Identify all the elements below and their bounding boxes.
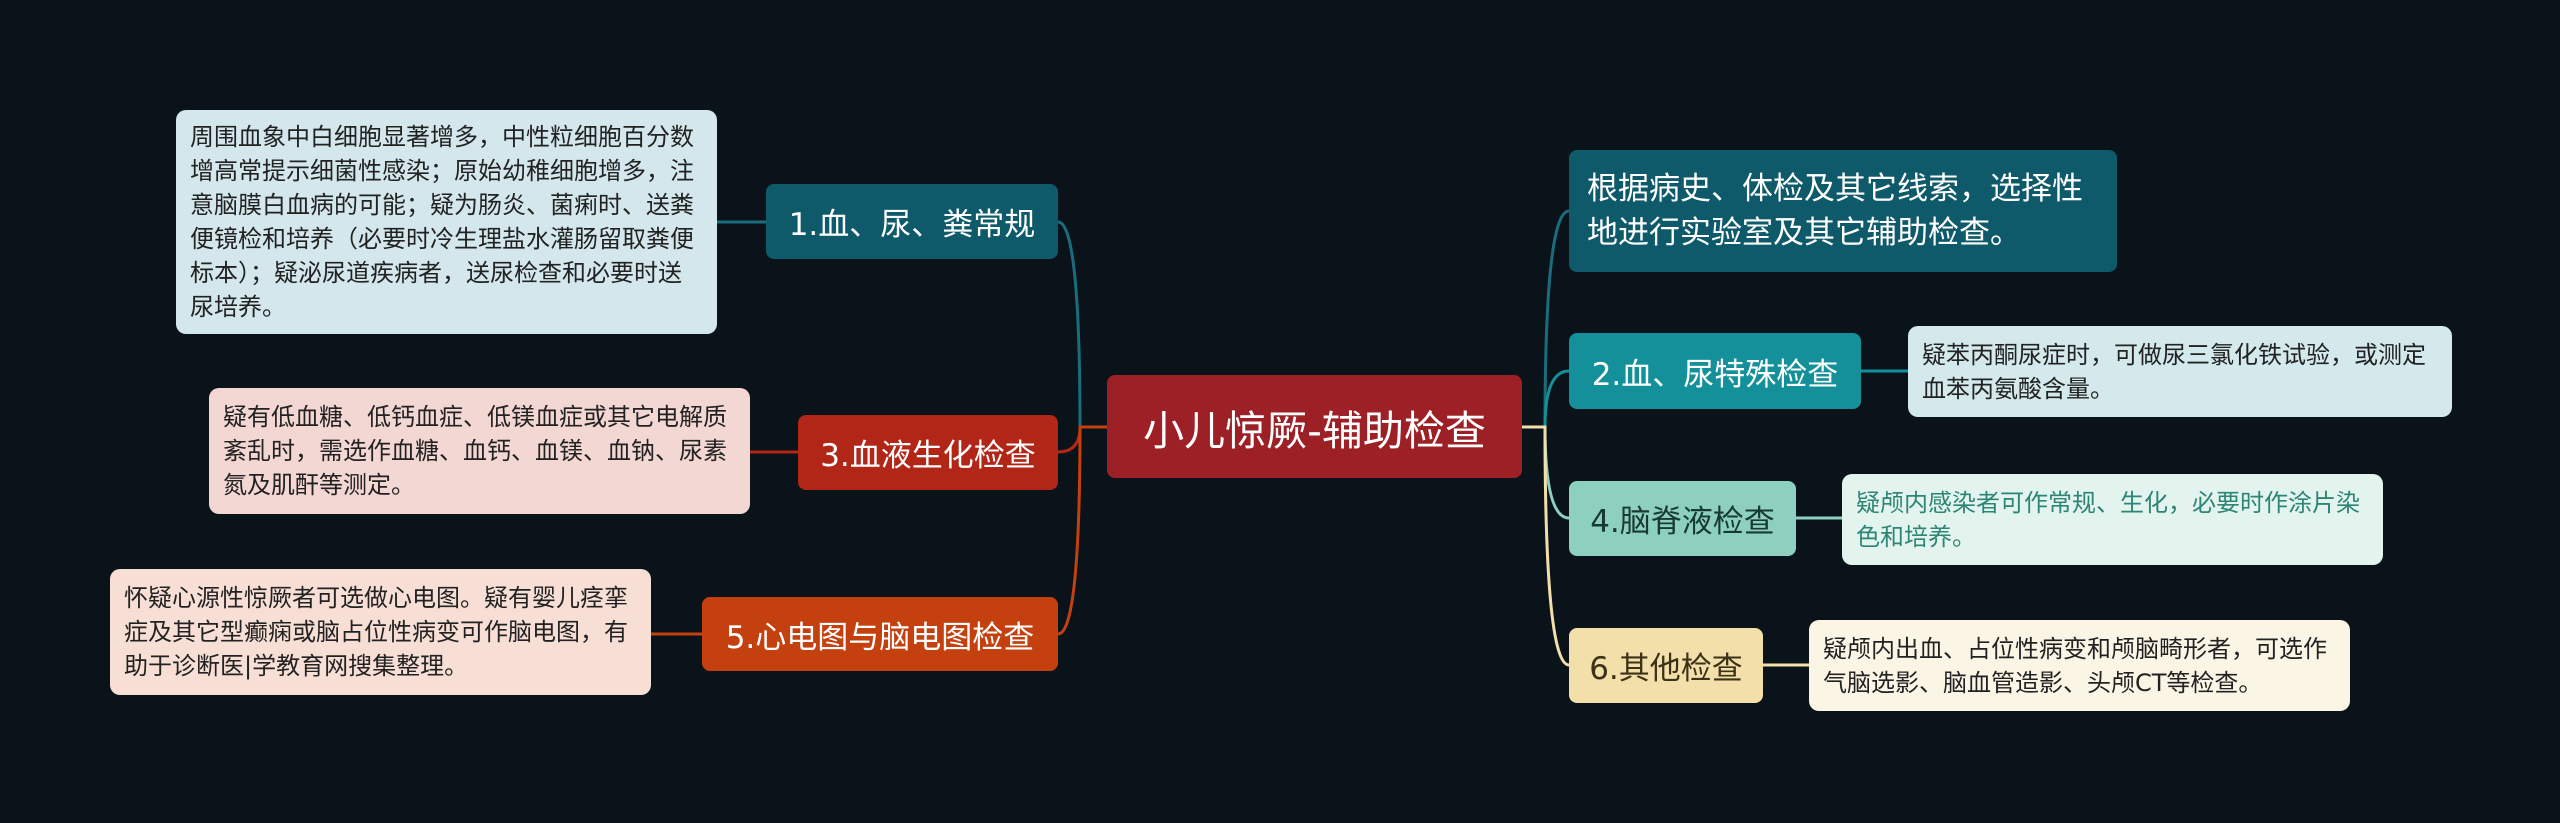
detail-csf-exam[interactable]: 疑颅内感染者可作常规、生化，必要时作涂片染色和培养。 <box>1842 474 2383 565</box>
branch-ecg-eeg[interactable]: 5.心电图与脑电图检查 <box>702 597 1058 671</box>
detail-text: 疑苯丙酮尿症时，可做尿三氯化铁试验，或测定血苯丙氨酸含量。 <box>1922 340 2426 403</box>
branch-label: 1.血、尿、粪常规 <box>788 207 1036 243</box>
branch-label: 根据病史、体检及其它线索，选择性地进行实验室及其它辅助检查。 <box>1587 171 2083 251</box>
detail-text: 怀疑心源性惊厥者可选做心电图。疑有婴儿痉挛症及其它型癫痫或脑占位性病变可作脑电图… <box>124 584 628 680</box>
branch-blood-urine-stool-routine[interactable]: 1.血、尿、粪常规 <box>766 184 1058 259</box>
detail-text: 疑有低血糖、低钙血症、低镁血症或其它电解质紊乱时，需选作血糖、血钙、血镁、血钠、… <box>223 403 727 499</box>
connector-center-b5 <box>1057 425 1107 636</box>
detail-text: 疑颅内出血、占位性病变和颅脑畸形者，可选作气脑选影、脑血管造影、头颅CT等检查。 <box>1823 634 2327 697</box>
connector-center-b6 <box>1522 425 1570 667</box>
branch-intro[interactable]: 根据病史、体检及其它线索，选择性地进行实验室及其它辅助检查。 <box>1569 150 2117 272</box>
connector-center-b3 <box>1057 425 1107 454</box>
central-topic[interactable]: 小儿惊厥-辅助检查 <box>1107 375 1522 478</box>
detail-other-exams[interactable]: 疑颅内出血、占位性病变和颅脑畸形者，可选作气脑选影、脑血管造影、头颅CT等检查。 <box>1809 620 2350 711</box>
detail-blood-biochemistry[interactable]: 疑有低血糖、低钙血症、低镁血症或其它电解质紊乱时，需选作血糖、血钙、血镁、血钠、… <box>209 388 750 514</box>
connector-center-intro <box>1522 209 1570 429</box>
branch-other-exams[interactable]: 6.其他检查 <box>1569 628 1763 703</box>
branch-blood-urine-special[interactable]: 2.血、尿特殊检查 <box>1569 333 1861 409</box>
detail-text: 疑颅内感染者可作常规、生化，必要时作涂片染色和培养。 <box>1856 488 2360 551</box>
branch-label: 3.血液生化检查 <box>820 438 1036 474</box>
branch-blood-biochemistry[interactable]: 3.血液生化检查 <box>798 415 1058 490</box>
central-topic-title: 小儿惊厥-辅助检查 <box>1143 406 1486 455</box>
detail-blood-urine-stool-routine[interactable]: 周围血象中白细胞显著增多，中性粒细胞百分数增高常提示细菌性感染；原始幼稚细胞增多… <box>176 110 717 334</box>
branch-label: 2.血、尿特殊检查 <box>1591 356 1839 393</box>
branch-label: 5.心电图与脑电图检查 <box>725 619 1035 656</box>
branch-label: 6.其他检查 <box>1589 651 1743 687</box>
detail-blood-urine-special[interactable]: 疑苯丙酮尿症时，可做尿三氯化铁试验，或测定血苯丙氨酸含量。 <box>1908 326 2452 417</box>
branch-label: 4.脑脊液检查 <box>1590 504 1775 540</box>
detail-ecg-eeg[interactable]: 怀疑心源性惊厥者可选做心电图。疑有婴儿痉挛症及其它型癫痫或脑占位性病变可作脑电图… <box>110 569 651 695</box>
detail-text: 周围血象中白细胞显著增多，中性粒细胞百分数增高常提示细菌性感染；原始幼稚细胞增多… <box>190 123 694 321</box>
connector-center-b1 <box>1057 220 1107 429</box>
branch-csf-exam[interactable]: 4.脑脊液检查 <box>1569 481 1796 556</box>
